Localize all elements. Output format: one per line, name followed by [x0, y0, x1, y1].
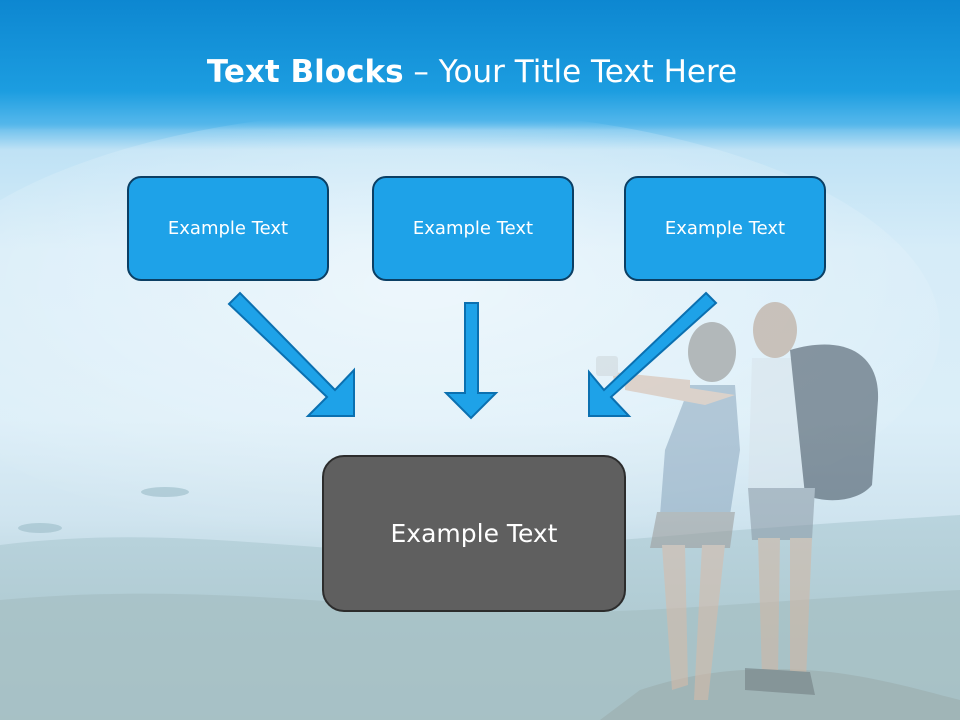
arrow-right: [588, 291, 718, 417]
hiker-man-figure: [745, 302, 879, 695]
result-block[interactable]: Example Text: [322, 455, 626, 612]
title-bold: Text Blocks: [206, 54, 404, 90]
text-block-3-label: Example Text: [664, 218, 786, 239]
result-block-label: Example Text: [390, 519, 558, 548]
hiker-woman-figure: [596, 322, 740, 700]
arrow-left: [227, 291, 355, 417]
text-block-3[interactable]: Example Text: [624, 176, 826, 281]
text-block-2-label: Example Text: [412, 218, 534, 239]
text-block-2[interactable]: Example Text: [372, 176, 574, 281]
text-block-1-label: Example Text: [167, 218, 289, 239]
text-block-1[interactable]: Example Text: [127, 176, 329, 281]
arrow-center: [443, 302, 499, 420]
title-bar: [0, 0, 960, 130]
title-rest: Your Title Text Here: [438, 54, 738, 90]
slide-title: Text Blocks – Your Title Text Here: [0, 54, 944, 90]
title-dash: –: [403, 54, 439, 90]
